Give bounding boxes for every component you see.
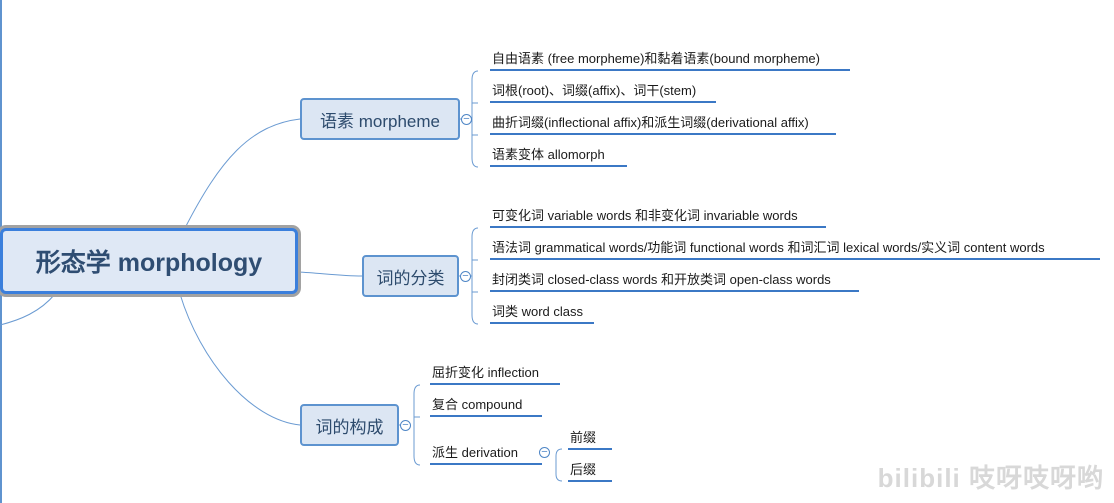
leaf-compound[interactable]: 复合 compound (430, 395, 542, 417)
leaf-label: 封闭类词 closed-class words 和开放类词 open-class… (492, 272, 831, 287)
root-node[interactable]: 形态学 morphology (0, 228, 298, 294)
leaf-label: 词根(root)、词缀(affix)、词干(stem) (492, 83, 697, 98)
topic-word-classification[interactable]: 词的分类 (362, 255, 459, 297)
leaf-label: 自由语素 (free morpheme)和黏着语素(bound morpheme… (492, 51, 820, 66)
leaf-word-class[interactable]: 词类 word class (490, 302, 594, 324)
leaf-label: 屈折变化 inflection (432, 365, 539, 380)
collapse-icon[interactable]: − (460, 271, 471, 282)
watermark: bilibili 吱呀吱呀哟 (877, 463, 1104, 493)
leaf-label: 曲折词缀(inflectional affix)和派生词缀(derivation… (492, 115, 809, 130)
leaf-suffix[interactable]: 后缀 (568, 460, 612, 482)
leaf-label: 后缀 (570, 462, 597, 477)
leaf-allomorph[interactable]: 语素变体 allomorph (490, 145, 627, 167)
topic-morpheme[interactable]: 语素 morpheme (300, 98, 460, 140)
topic-word-formation[interactable]: 词的构成 (300, 404, 399, 446)
collapse-icon[interactable]: − (400, 420, 411, 431)
root-label: 形态学 morphology (35, 249, 263, 277)
leaf-root-affix-stem[interactable]: 词根(root)、词缀(affix)、词干(stem) (490, 81, 716, 103)
leaf-label: 前缀 (570, 430, 597, 445)
topic-label: 语素 morpheme (320, 111, 440, 131)
leaf-inflectional-derivational-affix[interactable]: 曲折词缀(inflectional affix)和派生词缀(derivation… (490, 113, 836, 135)
leaf-label: 可变化词 variable words 和非变化词 invariable wor… (492, 208, 798, 223)
leaf-derivation[interactable]: 派生 derivation (430, 443, 542, 465)
leaf-label: 复合 compound (432, 397, 523, 412)
leaf-free-bound-morpheme[interactable]: 自由语素 (free morpheme)和黏着语素(bound morpheme… (490, 49, 850, 71)
leaf-label: 语法词 grammatical words/功能词 functional wor… (492, 240, 1045, 255)
leaf-label: 词类 word class (492, 304, 584, 319)
leaf-variable-invariable-words[interactable]: 可变化词 variable words 和非变化词 invariable wor… (490, 206, 826, 228)
leaf-label: 派生 derivation (432, 445, 518, 460)
topic-label: 词的分类 (376, 268, 445, 288)
leaf-inflection[interactable]: 屈折变化 inflection (430, 363, 560, 385)
collapse-icon[interactable]: − (461, 114, 472, 125)
leaf-grammatical-lexical-words[interactable]: 语法词 grammatical words/功能词 functional wor… (490, 238, 1100, 260)
leaf-label: 语素变体 allomorph (492, 147, 605, 162)
leaf-prefix[interactable]: 前缀 (568, 428, 612, 450)
topic-label: 词的构成 (315, 417, 384, 437)
collapse-icon[interactable]: − (539, 447, 550, 458)
leaf-closed-open-class-words[interactable]: 封闭类词 closed-class words 和开放类词 open-class… (490, 270, 859, 292)
